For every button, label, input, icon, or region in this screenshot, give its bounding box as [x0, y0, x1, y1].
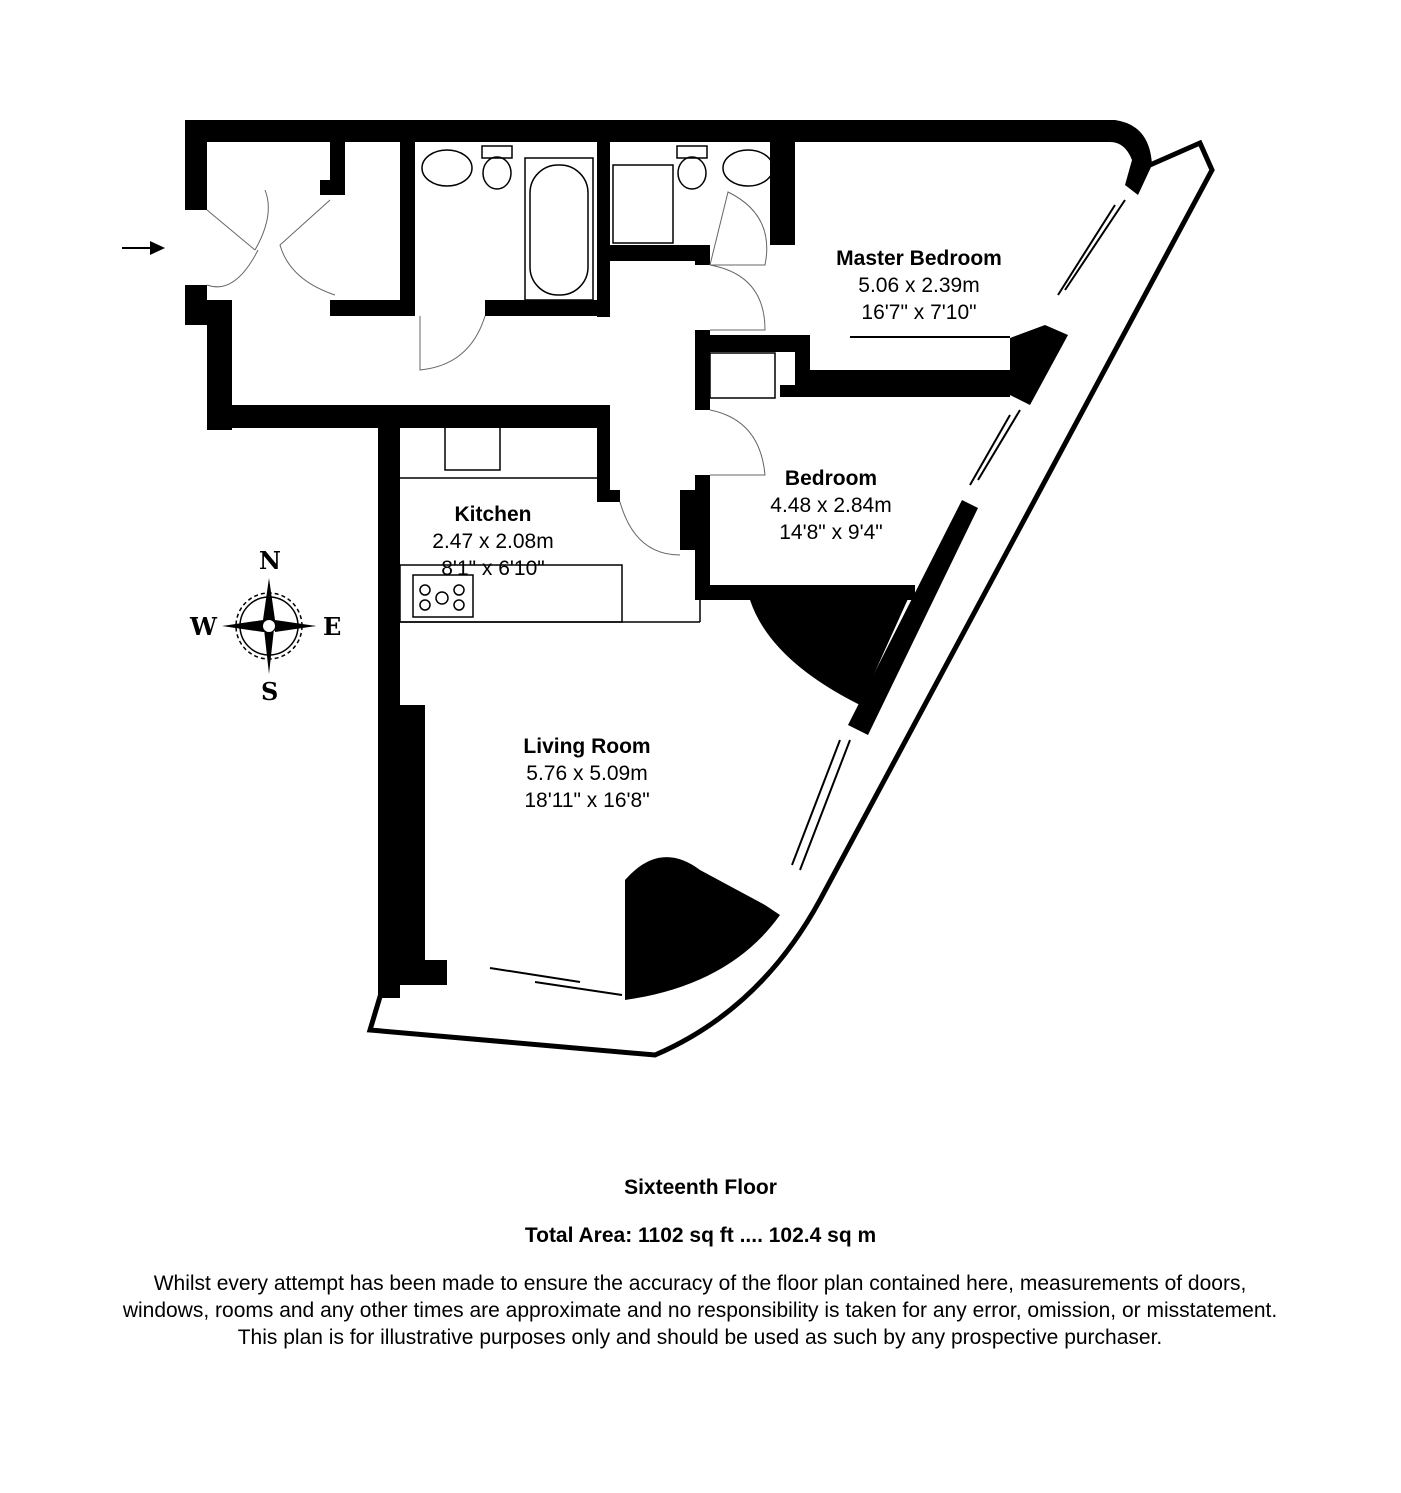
- balcony-outline: [366, 139, 1215, 1058]
- fixtures: [399, 145, 776, 623]
- room-imperial: 8'1" x 6'10": [441, 557, 545, 580]
- room-imperial: 16'7" x 7'10": [861, 301, 977, 324]
- toilet-icon: [482, 156, 512, 190]
- room-label-living-room: Living Room 5.76 x 5.09m 18'11" x 16'8": [523, 733, 650, 814]
- compass-south: S: [261, 677, 279, 706]
- room-name: Living Room: [523, 735, 651, 758]
- room-name: Master Bedroom: [836, 247, 1002, 270]
- floor-plan: [122, 120, 1215, 1058]
- room-metric: 5.76 x 5.09m: [526, 762, 648, 785]
- room-metric: 4.48 x 2.84m: [770, 494, 892, 517]
- room-imperial: 18'11" x 16'8": [524, 789, 650, 812]
- room-metric: 2.47 x 2.08m: [432, 530, 554, 553]
- compass-east: E: [323, 612, 342, 641]
- room-label-master-bedroom: Master Bedroom 5.06 x 2.39m 16'7" x 7'10…: [836, 245, 1002, 326]
- floor-title: Sixteenth Floor: [624, 1176, 777, 1199]
- room-name: Bedroom: [784, 467, 878, 490]
- compass-north: N: [259, 546, 281, 575]
- door-swings: [206, 189, 768, 556]
- compass-rose-icon: [222, 578, 316, 674]
- disclaimer: Whilst every attempt has been made to en…: [122, 1272, 1278, 1349]
- room-label-bedroom: Bedroom 4.48 x 2.84m 14'8" x 9'4": [770, 465, 891, 546]
- room-imperial: 14'8" x 9'4": [779, 521, 883, 544]
- room-name: Kitchen: [454, 503, 532, 526]
- walls: [185, 120, 1152, 1000]
- shower-tray: [612, 164, 674, 244]
- compass-west: W: [190, 612, 217, 641]
- entrance-arrow-icon: [122, 241, 165, 255]
- windows: [489, 199, 1126, 996]
- hob-icon: [412, 574, 474, 618]
- room-label-kitchen: Kitchen 2.47 x 2.08m 8'1" x 6'10": [432, 501, 553, 582]
- basin-icon: [421, 149, 473, 187]
- room-metric: 5.06 x 2.39m: [858, 274, 980, 297]
- total-area: Total Area: 1102 sq ft .... 102.4 sq m: [524, 1224, 877, 1247]
- sink-icon: [444, 424, 501, 471]
